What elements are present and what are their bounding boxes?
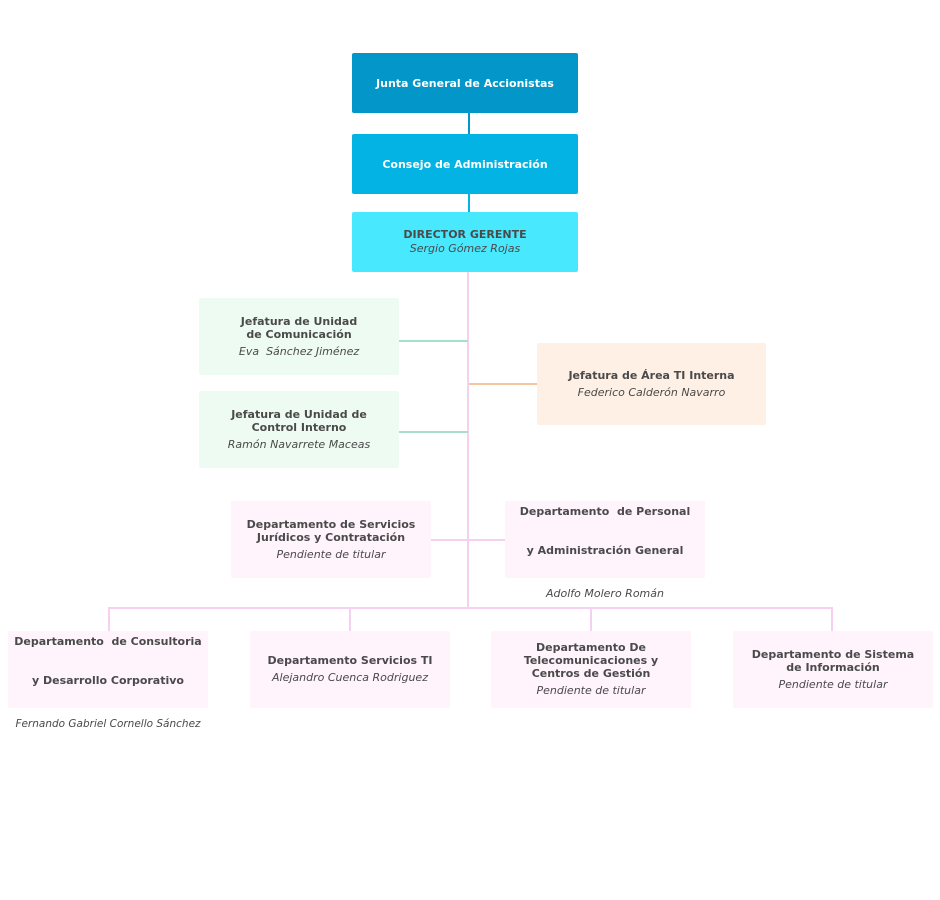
connector-juridicos-personal bbox=[430, 539, 506, 541]
connector-bottom-bus bbox=[108, 607, 833, 609]
node-person: Alejandro Cuenca Rodriguez bbox=[272, 671, 428, 684]
node-person: Sergio Gómez Rojas bbox=[409, 242, 521, 255]
node-person: Adolfo Molero Román bbox=[546, 586, 664, 600]
node-title-line: Centros de Gestión bbox=[531, 667, 651, 680]
node-title: Departamento de Personal y Administració… bbox=[520, 479, 690, 583]
node-dept-telecomunicaciones: Departamento De Telecomunicaciones y Cen… bbox=[491, 631, 691, 708]
node-title-line: Departamento de Personal bbox=[519, 504, 691, 518]
node-title: Departamento de Consultoria y Desarrollo… bbox=[14, 609, 201, 713]
node-title-line: de Información bbox=[786, 660, 880, 674]
node-title-line: Control Interno bbox=[251, 420, 347, 434]
connector-control bbox=[398, 431, 468, 433]
node-title-line: Jefatura de Unidad bbox=[240, 314, 358, 328]
connector-drop-sistema bbox=[831, 607, 833, 631]
node-title: Departamento de Servicios Jurídicos y Co… bbox=[247, 518, 416, 544]
node-title-line: de Comunicación bbox=[246, 327, 352, 341]
node-dept-servicios-ti: Departamento Servicios TI Alejandro Cuen… bbox=[250, 631, 450, 708]
connector-main-trunk bbox=[467, 271, 469, 609]
node-title: DIRECTOR GERENTE bbox=[403, 228, 527, 241]
node-dept-juridicos: Departamento de Servicios Jurídicos y Co… bbox=[231, 501, 431, 578]
connector-comunicacion bbox=[398, 340, 468, 342]
node-jefatura-area-ti: Jefatura de Área TI Interna Federico Cal… bbox=[537, 343, 766, 425]
node-jefatura-comunicacion: Jefatura de Unidad de Comunicación Eva S… bbox=[199, 298, 399, 375]
node-person: Pendiente de titular bbox=[778, 677, 888, 691]
connector-drop-telecom bbox=[590, 607, 592, 631]
node-person: Ramón Navarrete Maceas bbox=[227, 437, 371, 451]
node-person: Federico Calderón Navarro bbox=[577, 385, 726, 399]
node-title: Consejo de Administración bbox=[382, 157, 548, 171]
node-title-line: Departamento de Consultoria bbox=[14, 634, 202, 648]
connector-consejo-director bbox=[468, 193, 470, 212]
node-person: Eva Sánchez Jiménez bbox=[238, 344, 360, 358]
node-title-line: Telecomunicaciones y bbox=[523, 654, 659, 667]
node-title: Departamento de Sistema de Información bbox=[752, 648, 914, 674]
node-title-line: y Administración General bbox=[526, 543, 684, 557]
node-title: Departamento De Telecomunicaciones y Cen… bbox=[524, 641, 658, 680]
node-person: Pendiente de titular bbox=[536, 684, 646, 697]
node-person: Fernando Gabriel Cornello Sánchez bbox=[15, 717, 201, 730]
node-title-line: Jurídicos y Contratación bbox=[256, 530, 406, 544]
node-jefatura-control-interno: Jefatura de Unidad de Control Interno Ra… bbox=[199, 391, 399, 468]
node-title: Jefatura de Unidad de Comunicación bbox=[241, 315, 357, 341]
node-title-line: Jefatura de Unidad de bbox=[231, 407, 367, 421]
node-dept-sistema-informacion: Departamento de Sistema de Información P… bbox=[733, 631, 933, 708]
node-person: Pendiente de titular bbox=[276, 547, 386, 561]
node-title: Jefatura de Unidad de Control Interno bbox=[231, 408, 367, 434]
node-title-line: Departamento de Sistema bbox=[751, 647, 915, 661]
node-title: Junta General de Accionistas bbox=[376, 76, 554, 90]
node-title: Jefatura de Área TI Interna bbox=[568, 368, 735, 382]
node-title-line: Departamento De bbox=[536, 641, 646, 654]
node-dept-personal: Departamento de Personal y Administració… bbox=[505, 501, 705, 600]
node-consejo-administracion: Consejo de Administración bbox=[352, 134, 578, 194]
connector-area-ti bbox=[469, 383, 538, 385]
node-title: Departamento Servicios TI bbox=[267, 654, 433, 667]
connector-drop-servicios-ti bbox=[349, 607, 351, 631]
node-dept-consultoria: Departamento de Consultoria y Desarrollo… bbox=[8, 631, 208, 730]
connector-drop-consultoria bbox=[108, 607, 110, 631]
node-title-line: y Desarrollo Corporativo bbox=[32, 673, 184, 687]
connector-junta-consejo bbox=[468, 112, 470, 134]
node-junta-general: Junta General de Accionistas bbox=[352, 53, 578, 113]
node-title-line: Departamento de Servicios bbox=[246, 517, 416, 531]
node-director-gerente: DIRECTOR GERENTE Sergio Gómez Rojas bbox=[352, 212, 578, 272]
